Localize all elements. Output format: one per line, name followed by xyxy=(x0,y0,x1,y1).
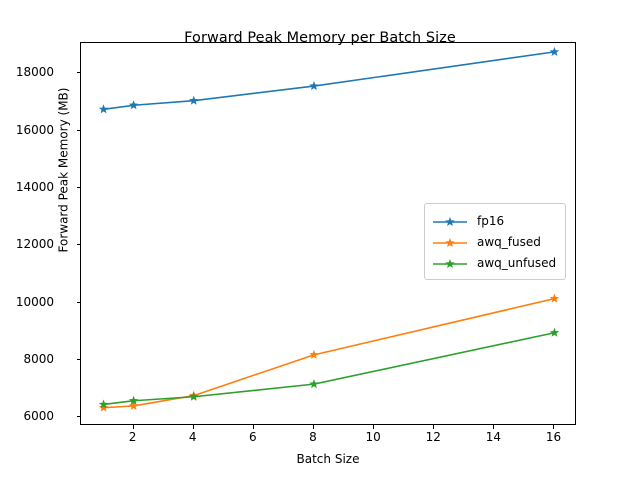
series-marker-awq_unfused xyxy=(549,327,560,337)
legend-label: fp16 xyxy=(477,213,505,228)
series-marker-fp16 xyxy=(188,95,199,105)
y-axis-label: Forward Peak Memory (MB) xyxy=(56,87,71,253)
series-line-awq_unfused xyxy=(102,331,556,406)
y-tick-mark xyxy=(76,186,80,188)
x-tick-mark xyxy=(132,425,134,429)
series-marker-awq_fused xyxy=(549,293,560,303)
x-tick-label: 6 xyxy=(249,430,257,444)
series-marker-fp16 xyxy=(98,104,109,114)
chart-legend: fp16 awq_fused awq_unfused xyxy=(424,203,567,280)
y-tick-label: 16000 xyxy=(15,122,54,137)
x-tick-label: 16 xyxy=(545,430,562,444)
legend-swatch-icon xyxy=(432,256,468,270)
series-marker-awq_unfused xyxy=(98,399,109,409)
plot-lines xyxy=(98,46,560,412)
legend-swatch-icon xyxy=(432,235,468,249)
y-tick-label: 6000 xyxy=(23,409,54,424)
legend-item-awq_fused[interactable]: awq_fused xyxy=(432,231,556,252)
x-tick-mark xyxy=(252,425,254,429)
series-marker-awq_unfused xyxy=(188,391,199,401)
y-tick-label: 8000 xyxy=(23,352,54,366)
x-tick-label: 2 xyxy=(128,430,137,444)
x-tick-mark xyxy=(192,425,194,429)
legend-swatch-icon xyxy=(432,214,468,228)
legend-item-fp16[interactable]: fp16 xyxy=(432,210,556,231)
legend-label: awq_fused xyxy=(477,234,541,249)
series-marker-fp16 xyxy=(309,81,319,91)
series-marker-awq_fused xyxy=(309,349,319,359)
legend-item-awq_unfused[interactable]: awq_unfused xyxy=(432,252,556,273)
y-tick-mark xyxy=(76,359,80,360)
x-tick-label: 4 xyxy=(188,430,197,444)
series-marker-awq_unfused xyxy=(128,395,139,405)
y-tick-mark xyxy=(76,129,80,131)
x-tick-label: 10 xyxy=(365,430,381,444)
y-tick-label: 14000 xyxy=(15,179,54,194)
plot-area xyxy=(80,42,576,425)
y-tick-mark xyxy=(76,72,80,74)
x-tick-mark xyxy=(433,425,435,429)
series-marker-awq_unfused xyxy=(309,379,319,389)
x-axis-label: Batch Size xyxy=(296,452,360,466)
x-tick-label: 12 xyxy=(425,430,441,444)
y-tick-label: 18000 xyxy=(15,65,54,80)
series-line-awq_fused xyxy=(102,297,556,409)
x-tick-mark xyxy=(493,425,495,429)
series-marker-awq_fused xyxy=(98,402,109,412)
y-tick-label: 10000 xyxy=(15,294,54,309)
x-tick-mark xyxy=(553,425,555,429)
y-tick-label: 12000 xyxy=(15,237,54,252)
series-marker-awq_fused xyxy=(128,400,139,410)
y-tick-mark xyxy=(76,301,80,303)
series-line-fp16 xyxy=(102,51,556,111)
x-tick-label: 14 xyxy=(485,430,501,444)
x-tick-mark xyxy=(312,425,314,429)
x-tick-label: 8 xyxy=(309,430,317,444)
series-marker-fp16 xyxy=(128,100,139,110)
x-tick-mark xyxy=(373,425,375,429)
y-tick-mark xyxy=(76,416,80,418)
y-tick-mark xyxy=(76,244,80,246)
series-marker-fp16 xyxy=(549,46,560,56)
legend-label: awq_unfused xyxy=(477,255,557,270)
